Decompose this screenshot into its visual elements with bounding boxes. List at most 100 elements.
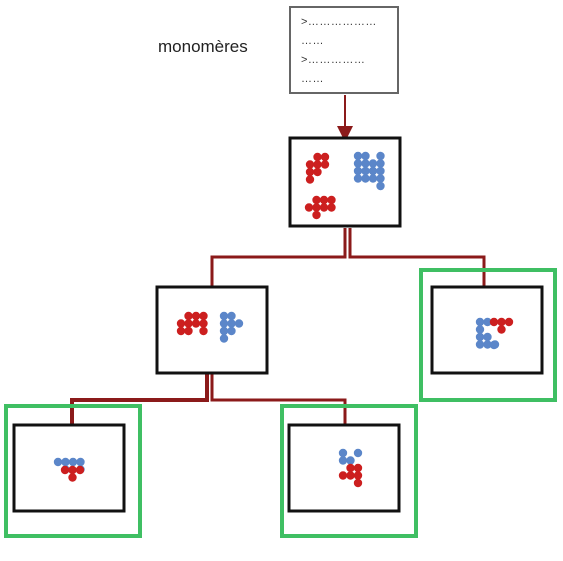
edge-root-to-left	[210, 228, 347, 288]
tree-edges	[70, 228, 486, 425]
highlight-frame-bottom-left	[4, 404, 142, 538]
monomers-label: monomères	[158, 37, 248, 56]
edge-left-to-midleaf	[210, 373, 347, 425]
blue-monomer-dot	[219, 326, 229, 336]
sequence-line-1: >………………	[301, 16, 377, 28]
blue-monomer-dot	[483, 332, 492, 342]
red-monomer-dot	[313, 167, 322, 177]
red-monomer-dot	[176, 319, 186, 328]
red-monomer-dot	[75, 465, 85, 475]
highlight-frame-bottom-mid	[280, 404, 418, 538]
red-monomer-dot	[319, 203, 329, 212]
edge-left-to-leftleaf	[70, 373, 209, 425]
edge-root-to-right	[348, 228, 486, 288]
red-monomer-dot	[312, 195, 321, 205]
blue-monomer-dot	[338, 448, 348, 458]
red-monomer-dot	[60, 465, 70, 475]
blue-monomer-dot	[361, 151, 370, 161]
blue-monomer-dot	[227, 319, 236, 328]
monomer-dots	[53, 151, 514, 488]
red-monomer-dot	[353, 471, 363, 480]
blue-monomer-dot	[368, 174, 378, 183]
red-monomer-dot	[199, 311, 208, 321]
red-monomer-dot	[320, 160, 330, 169]
blue-monomer-dot	[53, 457, 63, 467]
blue-monomer-dot	[353, 151, 363, 161]
red-monomer-dot	[313, 152, 322, 162]
blue-monomer-dot	[61, 457, 70, 467]
red-monomer-dot	[68, 465, 77, 475]
blue-monomer-dot	[361, 166, 370, 176]
red-monomer-dot	[305, 160, 315, 169]
blue-monomer-dot	[219, 334, 229, 343]
red-monomer-dot	[184, 319, 193, 328]
red-monomer-dot	[353, 478, 363, 488]
blue-monomer-dot	[68, 457, 78, 467]
node-left-box	[155, 285, 269, 375]
red-monomer-dot	[312, 210, 321, 220]
red-monomer-dot	[497, 317, 506, 327]
blue-monomer-dot	[475, 332, 485, 342]
blue-monomer-dot	[475, 325, 485, 334]
red-monomer-dot	[305, 175, 315, 184]
blue-monomer-dot	[338, 456, 348, 465]
blue-monomer-dot	[361, 159, 370, 168]
sequence-input-box: >……………… …… >…………… ……	[289, 6, 399, 94]
blue-monomer-dot	[76, 457, 85, 467]
blue-monomer-dot	[346, 456, 355, 465]
blue-monomer-dot	[219, 311, 229, 321]
red-monomer-dot	[191, 311, 201, 321]
blue-monomer-dot	[475, 317, 485, 327]
red-monomer-dot	[191, 319, 201, 328]
red-monomer-dot	[184, 311, 193, 321]
red-monomer-dot	[346, 471, 355, 480]
blue-monomer-dot	[353, 448, 363, 458]
red-monomer-dot	[497, 325, 506, 334]
blue-monomer-dot	[376, 181, 385, 191]
red-monomer-dot	[304, 203, 314, 212]
red-monomer-dot	[184, 326, 193, 336]
blue-monomer-dot	[219, 319, 229, 328]
red-monomer-dot	[327, 203, 336, 212]
blue-monomer-dot	[475, 340, 485, 349]
red-monomer-dot	[338, 471, 348, 480]
red-monomer-dot	[199, 319, 208, 328]
blue-monomer-dot	[234, 319, 244, 328]
red-monomer-dot	[68, 473, 77, 482]
blue-monomer-dot	[376, 174, 385, 183]
red-monomer-dot	[312, 203, 321, 212]
sequence-line-4: ……	[301, 73, 324, 85]
blue-monomer-dot	[368, 166, 378, 176]
sequence-line-2: ……	[301, 35, 324, 47]
blue-monomer-dot	[376, 166, 385, 176]
red-monomer-dot	[313, 160, 322, 169]
highlight-frames	[4, 268, 557, 538]
red-monomer-dot	[176, 326, 186, 336]
blue-monomer-dot	[353, 174, 363, 183]
blue-monomer-dot	[227, 326, 236, 336]
blue-monomer-dot	[227, 311, 236, 321]
blue-monomer-dot	[376, 159, 385, 168]
red-monomer-dot	[346, 463, 355, 473]
red-monomer-dot	[305, 167, 315, 177]
red-monomer-dot	[353, 463, 363, 473]
node-root-box	[288, 136, 402, 228]
node-right-box	[430, 285, 544, 375]
sequence-line-3: >……………	[301, 54, 366, 66]
blue-monomer-dot	[489, 340, 499, 350]
highlight-frame-right	[419, 268, 557, 402]
blue-monomer-dot	[353, 159, 363, 168]
red-monomer-dot	[504, 317, 514, 327]
blue-monomer-dot	[368, 159, 378, 168]
blue-monomer-dot	[353, 166, 363, 176]
node-boxes	[12, 136, 544, 513]
red-monomer-dot	[320, 152, 330, 162]
blue-monomer-dot	[361, 174, 370, 183]
red-monomer-dot	[327, 195, 336, 205]
blue-monomer-dot	[376, 151, 385, 161]
red-monomer-dot	[489, 317, 499, 327]
red-monomer-dot	[319, 195, 329, 205]
blue-monomer-dot	[483, 317, 492, 327]
red-monomer-dot	[199, 326, 208, 336]
